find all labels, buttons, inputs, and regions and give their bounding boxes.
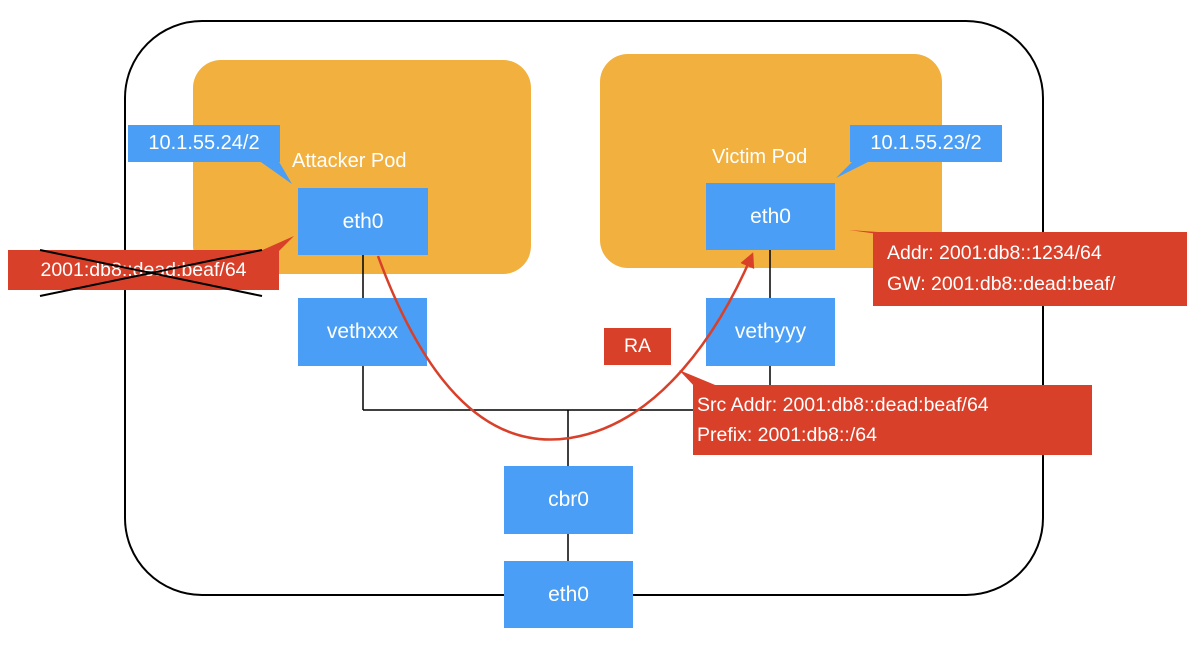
vethyyy[interactable]: vethyyy bbox=[706, 298, 835, 366]
attacker-pod-title: Attacker Pod bbox=[292, 150, 407, 172]
victim-addr-line: Addr: 2001:db8::1234/64 bbox=[887, 242, 1102, 264]
vethxxx-label: vethxxx bbox=[326, 320, 399, 343]
attacker-eth0[interactable]: eth0 bbox=[298, 188, 428, 255]
attacker-eth0-label: eth0 bbox=[342, 209, 384, 233]
attacker-ipv6-pointer bbox=[258, 236, 294, 252]
ra-arrow bbox=[376, 252, 755, 441]
cbr0-bridge[interactable]: cbr0 bbox=[504, 466, 633, 534]
victim-eth0-label: eth0 bbox=[750, 204, 791, 228]
cbr0-label: cbr0 bbox=[548, 488, 589, 511]
host-eth0[interactable]: eth0 bbox=[504, 561, 633, 628]
vethxxx[interactable]: vethxxx bbox=[298, 298, 427, 366]
victim-ipv4-label: 10.1.55.23/2 bbox=[850, 125, 1002, 162]
victim-ipv4-pointer bbox=[836, 158, 876, 178]
ra-details-pointer bbox=[679, 370, 720, 387]
victim-eth0[interactable]: eth0 bbox=[706, 183, 835, 250]
victim-gw-line: GW: 2001:db8::dead:beaf/ bbox=[887, 273, 1116, 295]
host-eth0-label: eth0 bbox=[548, 582, 589, 606]
attacker-ipv4-pointer bbox=[258, 160, 292, 184]
ra-tag-label: RA bbox=[623, 335, 652, 357]
ra-tag: RA bbox=[604, 328, 671, 365]
ra-src-addr-line: Src Addr: 2001:db8::dead:beaf/64 bbox=[697, 394, 989, 416]
attacker-ipv4-label: 10.1.55.24/2 bbox=[128, 125, 280, 162]
victim-addr-callout: Addr: 2001:db8::1234/64 GW: 2001:db8::de… bbox=[873, 232, 1187, 306]
vethyyy-label: vethyyy bbox=[734, 320, 807, 343]
ra-details-callout: Src Addr: 2001:db8::dead:beaf/64 Prefix:… bbox=[693, 385, 1092, 455]
victim-addr-pointer bbox=[849, 230, 905, 234]
ra-prefix-line: Prefix: 2001:db8::/64 bbox=[697, 424, 877, 446]
victim-pod-title: Victim Pod bbox=[712, 146, 808, 168]
strike-line-2 bbox=[39, 249, 263, 297]
